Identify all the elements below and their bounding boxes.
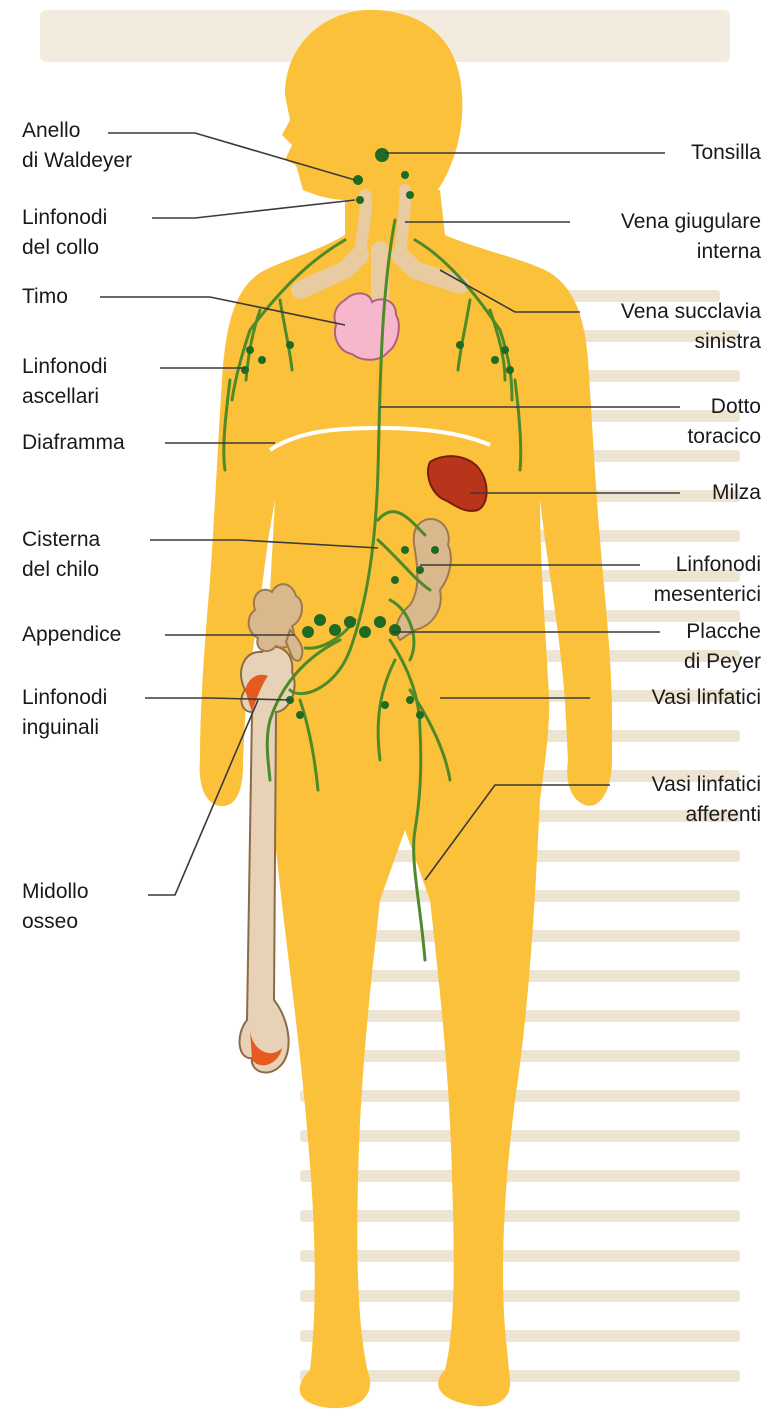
label-placche-di-peyer: Placche di Peyer xyxy=(684,617,761,677)
label-dotto-toracico: Dotto toracico xyxy=(687,392,761,452)
label-cisterna-del-chilo: Cisterna del chilo xyxy=(22,525,100,585)
label-diaframma: Diaframma xyxy=(22,428,125,458)
label-timo: Timo xyxy=(22,282,68,312)
thymus xyxy=(334,293,398,359)
label-linfonodi-inguinali: Linfonodi inguinali xyxy=(22,683,107,743)
label-vasi-linfatici: Vasi linfatici xyxy=(652,683,761,713)
label-milza: Milza xyxy=(712,478,761,508)
label-midollo-osseo: Midollo osseo xyxy=(22,877,89,937)
label-linfonodi-mesenterici: Linfonodi mesenterici xyxy=(654,550,761,610)
label-vasi-linfatici-afferenti: Vasi linfatici afferenti xyxy=(652,770,761,830)
label-anello-di-waldeyer: Anello di Waldeyer xyxy=(22,116,132,176)
label-vena-giugulare-interna: Vena giugulare interna xyxy=(621,207,761,267)
label-appendice: Appendice xyxy=(22,620,121,650)
label-linfonodi-del-collo: Linfonodi del collo xyxy=(22,203,107,263)
label-tonsilla: Tonsilla xyxy=(691,138,761,168)
label-linfonodi-ascellari: Linfonodi ascellari xyxy=(22,352,107,412)
leader-linfonodi-collo xyxy=(152,200,355,218)
label-vena-succlavia-sinistra: Vena succlavia sinistra xyxy=(621,297,761,357)
